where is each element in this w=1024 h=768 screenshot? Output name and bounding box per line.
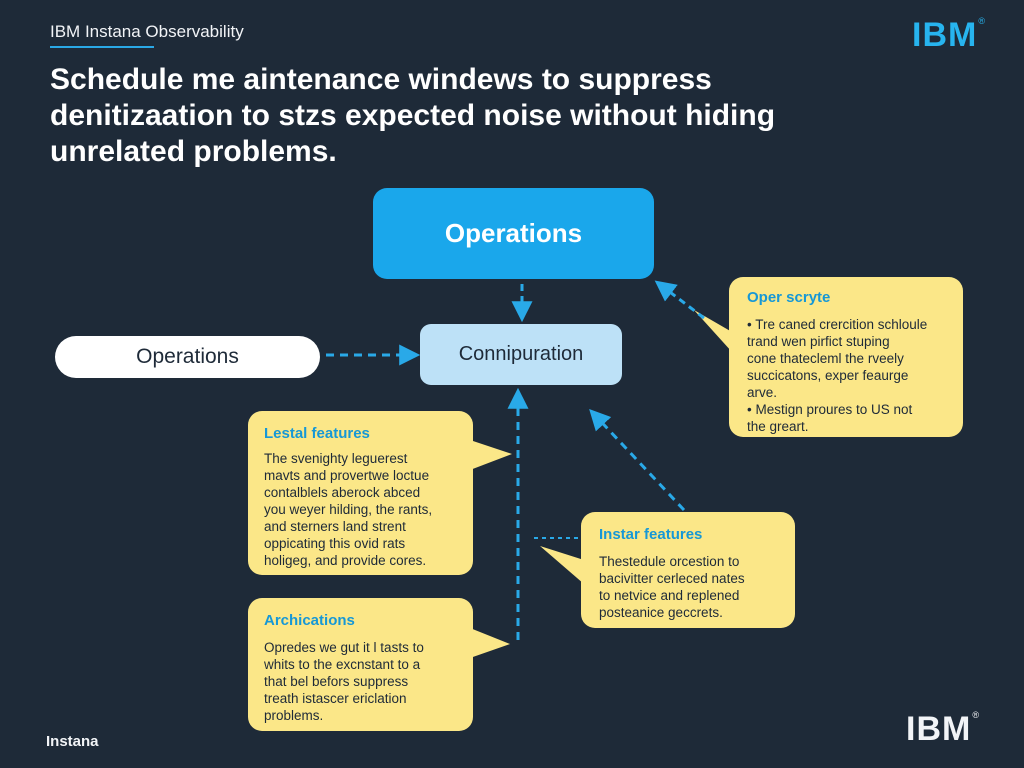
note-tail-oper-scryte (694, 310, 732, 352)
note-line: • Mestign proures to US not (747, 402, 913, 417)
operations-main-node: Operations (373, 188, 654, 279)
logo-text: IBM (912, 16, 978, 54)
note-lestal-features: Lestal features The svenighty leguerest … (248, 411, 473, 575)
note-tail-instar (540, 546, 584, 584)
note-title: Oper scryte (747, 289, 831, 306)
note-line: The svenighty leguerest (264, 451, 408, 466)
logo-text: IBM (906, 710, 972, 748)
eyebrow-underline (50, 46, 154, 48)
note-title: Instar features (599, 526, 703, 543)
arrow-scryte-to-ops (654, 280, 705, 320)
configuration-node: Connipuration (420, 324, 622, 385)
note-oper-scryte: Oper scryte • Tre caned crercition schlo… (729, 277, 963, 437)
note-line: to netvice and replened (599, 588, 740, 603)
note-title: Archications (264, 612, 355, 629)
note-line: problems. (264, 708, 324, 723)
note-line: oppicating this ovid rats (264, 536, 406, 551)
logo-mark: ® (972, 710, 980, 720)
arrow-instar-to-config (589, 408, 686, 512)
title-line: Schedule me aintenance windews to suppre… (50, 63, 712, 96)
ibm-logo-top: IBM® (912, 16, 986, 55)
note-line: and sterners land strent (264, 519, 406, 534)
note-line: whits to the excnstant to a (264, 657, 421, 672)
note-line: treath istascer ericlation (264, 691, 407, 706)
note-tail-lestal (470, 440, 512, 470)
title-line: denitizaation to stzs expected noise wit… (50, 99, 776, 132)
note-line: cone thatecleml the rveely (747, 351, 904, 366)
ibm-logo-bottom: IBM® (906, 710, 980, 749)
note-line: mavts and provertwe loctue (264, 468, 430, 483)
note-line: succicatons, exper feaurge (747, 368, 909, 383)
note-line: arve. (747, 385, 778, 400)
note-line: holigeg, and provide cores. (264, 553, 427, 568)
note-line: Thestedule orcestion to (599, 554, 740, 569)
note-archications: Archications Opredes we gut it l tasts t… (248, 598, 473, 731)
note-line: • Tre caned crercition schloule (747, 317, 928, 332)
note-tail-archications (470, 628, 510, 658)
note-instar-features: Instar features Thestedule orcestion to … (581, 512, 795, 628)
note-line: you weyer hilding, the rants, (264, 502, 433, 517)
logo-mark: ® (978, 16, 986, 26)
note-line: posteanice geccrets. (599, 605, 723, 620)
note-line: that bel befors suppress (264, 674, 409, 689)
note-line: Opredes we gut it l tasts to (264, 640, 424, 655)
product-eyebrow: IBM Instana Observability (50, 22, 244, 41)
note-line: trand wen pirfict stuping (747, 334, 890, 349)
title-line: unrelated problems. (50, 135, 337, 168)
page-title: Schedule me aintenance windews to suppre… (50, 62, 950, 170)
note-title: Lestal features (264, 425, 370, 442)
note-line: bacivitter cerleced nates (599, 571, 745, 586)
operations-left-node: Operations (55, 336, 320, 378)
footer-label: Instana (46, 733, 99, 750)
note-line: contalblels aberock abced (264, 485, 421, 500)
note-line: the greart. (747, 419, 809, 434)
